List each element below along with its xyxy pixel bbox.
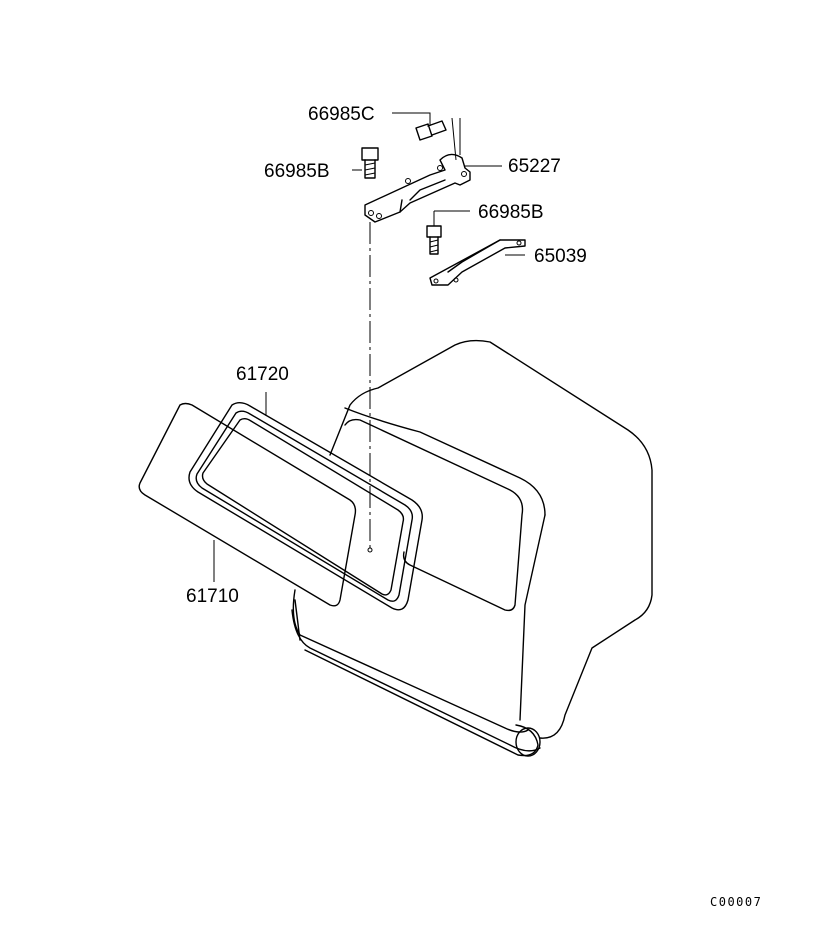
callout-61720: 61720 <box>236 364 289 385</box>
callout-65227: 65227 <box>508 156 561 177</box>
callout-66985b-lower: 66985B <box>478 202 544 223</box>
weatherstrip-61720 <box>188 402 423 611</box>
bracket-65039 <box>429 239 526 286</box>
callout-66985b-upper: 66985B <box>264 161 330 182</box>
bracket-65227 <box>364 153 471 223</box>
glass-61710 <box>138 402 357 607</box>
bolt-66985b-upper <box>361 147 379 179</box>
callout-61710: 61710 <box>186 586 239 607</box>
vehicle-cab-body <box>291 339 653 757</box>
reference-code: C00007 <box>710 895 762 909</box>
callout-66985c: 66985C <box>308 104 375 125</box>
leader-lines <box>213 112 525 582</box>
callout-65039: 65039 <box>534 246 587 267</box>
bolt-66985b-lower <box>426 225 442 255</box>
bolt-66985c <box>415 120 447 141</box>
